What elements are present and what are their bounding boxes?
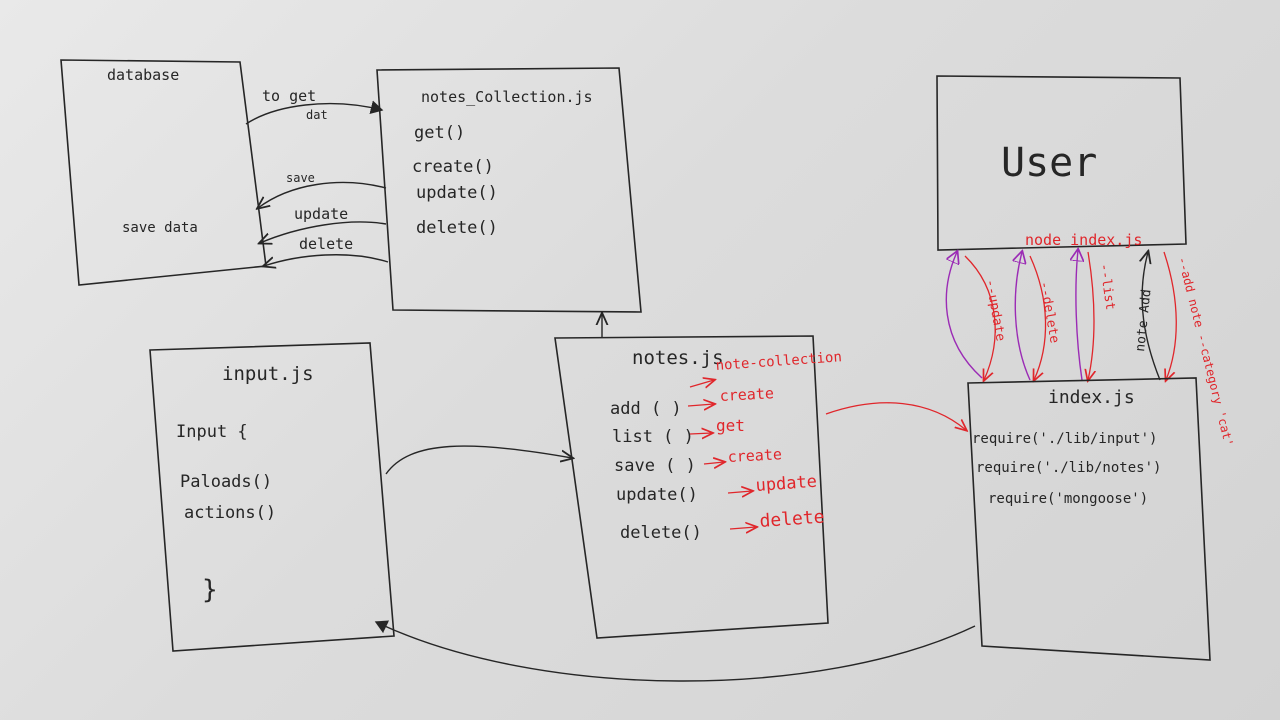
index-line-input: require('./lib/input') bbox=[972, 431, 1157, 447]
input-js-title: input.js bbox=[222, 363, 314, 385]
database-title: database bbox=[107, 66, 179, 84]
nc-method-delete: delete() bbox=[416, 218, 498, 238]
notes-method-save: save ( ) bbox=[614, 456, 696, 476]
notes-map-delete: delete bbox=[759, 507, 825, 532]
index-to-input-arrow bbox=[374, 620, 976, 682]
db-arrows: to get dat save update delete bbox=[245, 87, 389, 266]
dat-label: dat bbox=[306, 108, 328, 122]
nc-method-get: get() bbox=[414, 123, 465, 143]
notes-method-add: add ( ) bbox=[610, 399, 682, 419]
notes-collection-title: notes_Collection.js bbox=[421, 88, 593, 106]
notes-method-list: list ( ) bbox=[612, 427, 694, 447]
user-index-arrows: --update --delete --list note Add --add … bbox=[945, 250, 1236, 448]
update-arrow-label: update bbox=[294, 205, 348, 223]
add-note-category-flag: --add note --category 'cat' bbox=[1175, 255, 1236, 448]
notes-map-update: update bbox=[755, 472, 818, 496]
input-js-box: input.js Input { Paloads() actions() } bbox=[149, 342, 395, 652]
notes-method-delete: delete() bbox=[620, 523, 702, 543]
user-title: User bbox=[1001, 140, 1097, 186]
input-line-paloads: Paloads() bbox=[180, 472, 272, 492]
notes-to-index-arrow bbox=[825, 402, 966, 430]
index-line-notes: require('./lib/notes') bbox=[976, 460, 1161, 476]
update-flag: --update bbox=[982, 278, 1008, 342]
user-command: node index.js bbox=[1025, 231, 1142, 249]
notes-collection-box: notes_Collection.js get() create() updat… bbox=[376, 67, 642, 313]
index-js-title: index.js bbox=[1048, 387, 1135, 408]
input-open: Input { bbox=[176, 422, 248, 442]
notes-map-add: create bbox=[719, 384, 774, 405]
nc-method-create: create() bbox=[412, 157, 494, 177]
delete-arrow-label: delete bbox=[299, 235, 353, 253]
user-box: User node index.js bbox=[936, 75, 1187, 251]
delete-flag: --delete bbox=[1036, 280, 1062, 344]
database-body: save data bbox=[122, 220, 198, 236]
index-line-mongoose: require('mongoose') bbox=[988, 491, 1148, 507]
to-get-label: to get bbox=[262, 87, 316, 105]
input-close: } bbox=[202, 575, 218, 605]
save-arrow-label: save bbox=[286, 171, 315, 185]
input-line-actions: actions() bbox=[184, 503, 276, 523]
notes-method-update: update() bbox=[616, 485, 698, 505]
nc-method-update: update() bbox=[416, 183, 498, 203]
notes-js-box: notes.js note-collection add ( ) create … bbox=[554, 335, 842, 639]
notes-js-title: notes.js bbox=[632, 347, 724, 369]
index-js-box: index.js require('./lib/input') require(… bbox=[967, 377, 1211, 661]
database-box: database save data bbox=[60, 59, 267, 286]
list-flag: --list bbox=[1096, 262, 1117, 311]
note-add-label: note Add bbox=[1133, 289, 1154, 353]
notes-map-save: create bbox=[727, 445, 782, 466]
note-collection-label: note-collection bbox=[715, 349, 842, 374]
notes-map-list: get bbox=[716, 416, 745, 435]
input-to-notes-arrow bbox=[385, 445, 572, 475]
